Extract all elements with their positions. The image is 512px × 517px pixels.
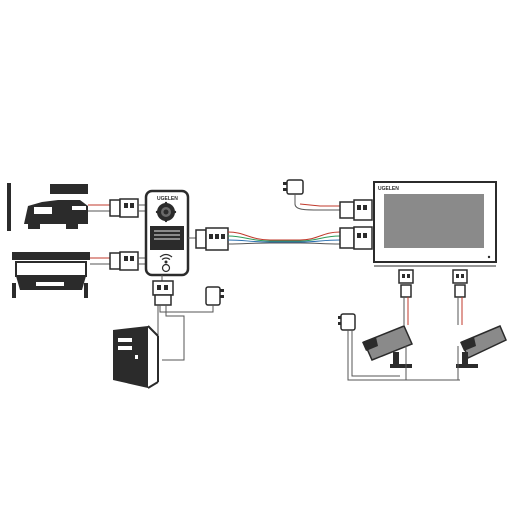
lock-power-wires [157,305,214,361]
connector-icon [188,227,229,251]
monitor-brand-label: UGELEN [378,186,399,192]
monitor-screen [384,194,484,248]
call-button[interactable] [161,263,171,273]
doorbell-brand-label: UGELEN [157,196,178,202]
door-icon [113,325,159,389]
indoor-monitor: UGELEN [373,181,497,267]
connector-icon [109,251,146,271]
doorbell-unit: UGELEN [144,189,190,277]
power-adapter-icon [205,286,224,306]
power-adapter-icon [338,313,460,381]
camera-icon [456,325,507,380]
car-icon [24,184,88,229]
connector-icon [452,269,468,325]
lock-wires [88,204,110,265]
barrier-post [7,183,11,231]
camera-icon [362,325,414,380]
connector-icon [398,269,414,325]
connector-icon [152,275,174,306]
bus-wires [227,231,341,245]
wifi-icon [159,253,173,264]
gate-icon [12,252,90,298]
connector-icon [339,199,373,221]
monitor-indicator [487,255,491,259]
connector-icon [339,226,373,250]
power-adapter-icon [283,179,340,211]
connector-icon [109,198,146,218]
